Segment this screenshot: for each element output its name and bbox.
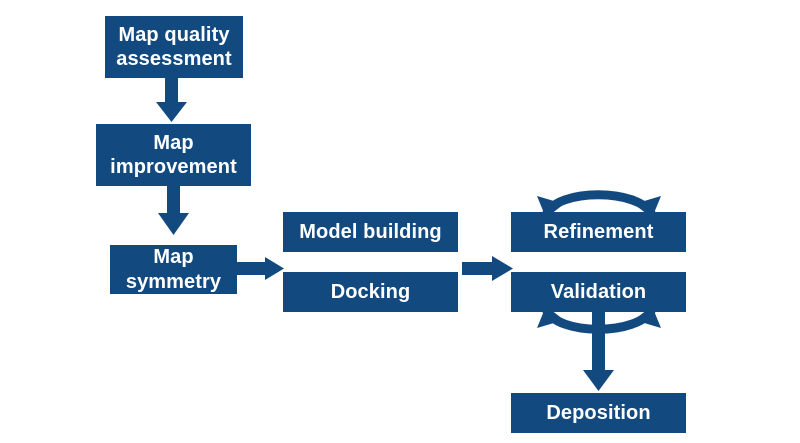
node-docking[interactable]: Docking [283,272,458,312]
arrow-improvement-to-symmetry [158,186,189,235]
arrow-cycle-to-deposition [583,312,614,391]
node-map-quality-assessment[interactable]: Map quality assessment [105,16,243,78]
node-map-symmetry[interactable]: Map symmetry [110,245,237,294]
arrow-quality-to-improvement [156,78,187,122]
node-model-building[interactable]: Model building [283,212,458,252]
node-validation[interactable]: Validation [511,272,686,312]
node-refinement[interactable]: Refinement [511,212,686,252]
arrow-symmetry-to-building [237,257,284,280]
arrow-building-to-refinement [462,256,513,281]
node-map-improvement[interactable]: Map improvement [96,124,251,186]
node-deposition[interactable]: Deposition [511,393,686,433]
